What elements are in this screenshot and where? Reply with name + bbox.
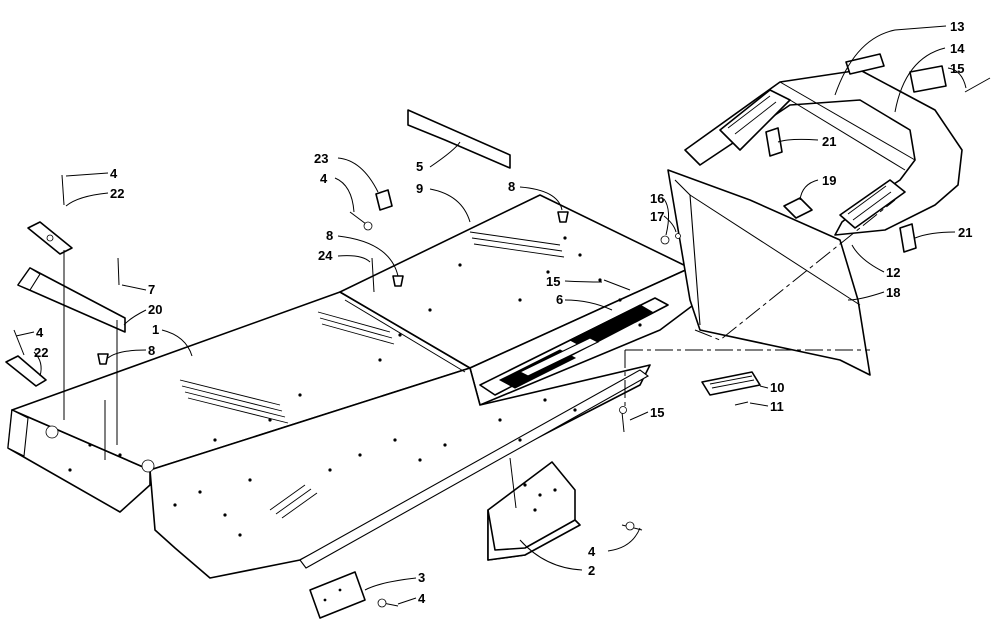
callout-8-top: 8 (508, 179, 515, 194)
callout-21-upper: 21 (822, 134, 836, 149)
callout-15-low: 15 (650, 405, 664, 420)
bracket-part-2 (487, 461, 581, 561)
callout-16: 16 (650, 191, 664, 206)
callout-3: 3 (418, 570, 425, 585)
callout-15-top: 15 (950, 61, 964, 76)
clip-part-21-lower (899, 223, 917, 253)
callout-4-left-low: 4 (36, 325, 44, 340)
callout-1: 1 (152, 322, 159, 337)
callout-19: 19 (822, 173, 836, 188)
callout-14: 14 (950, 41, 965, 56)
clip-part-21-upper (765, 127, 783, 157)
callout-20: 20 (148, 302, 162, 317)
part-23-decal (375, 189, 393, 211)
callout-labels: 13 14 15 21 16 17 19 21 12 18 5 23 4 9 8… (34, 19, 972, 606)
callout-22-low: 22 (34, 345, 48, 360)
assembly-lines (63, 199, 896, 509)
callout-4-left-top: 4 (110, 166, 118, 181)
callout-leaders (15, 25, 967, 605)
callout-2: 2 (588, 563, 595, 578)
reflector-part-10 (701, 371, 761, 396)
plate-part-3 (309, 571, 366, 619)
callout-13: 13 (950, 19, 964, 34)
callout-15-mid: 15 (546, 274, 560, 289)
callout-4-mid: 4 (320, 171, 328, 186)
callout-6: 6 (556, 292, 563, 307)
callout-10: 10 (770, 380, 784, 395)
bumper-part-12 (684, 69, 963, 236)
bracket-part-22-upper (27, 221, 73, 255)
snowflap-part-18 (667, 169, 871, 376)
callout-4-bracket: 4 (588, 544, 596, 559)
callout-22-top: 22 (110, 186, 124, 201)
callout-8-left: 8 (148, 343, 155, 358)
callout-5: 5 (416, 159, 423, 174)
part-5-flap (407, 109, 511, 169)
decal-part-13 (845, 53, 885, 75)
tunnel-assembly (7, 194, 701, 579)
fasteners (13, 77, 991, 608)
decal-part-6 (479, 297, 669, 396)
callout-8-mid: 8 (326, 228, 333, 243)
bracket-part-22-lower (5, 355, 47, 387)
callout-18: 18 (886, 285, 900, 300)
callout-9: 9 (416, 181, 423, 196)
callout-7: 7 (148, 282, 155, 297)
callout-21-lower: 21 (958, 225, 972, 240)
callout-24: 24 (318, 248, 333, 263)
decal-part-14 (909, 65, 947, 93)
callout-4-plate: 4 (418, 591, 426, 606)
tunnel-rivets (45, 236, 642, 537)
deck-hatching (179, 231, 565, 519)
callout-17: 17 (650, 209, 664, 224)
callout-23: 23 (314, 151, 328, 166)
nut-part-19 (783, 197, 813, 219)
bracket-part-20 (17, 267, 126, 333)
callout-11: 11 (770, 399, 784, 414)
callout-12: 12 (886, 265, 900, 280)
